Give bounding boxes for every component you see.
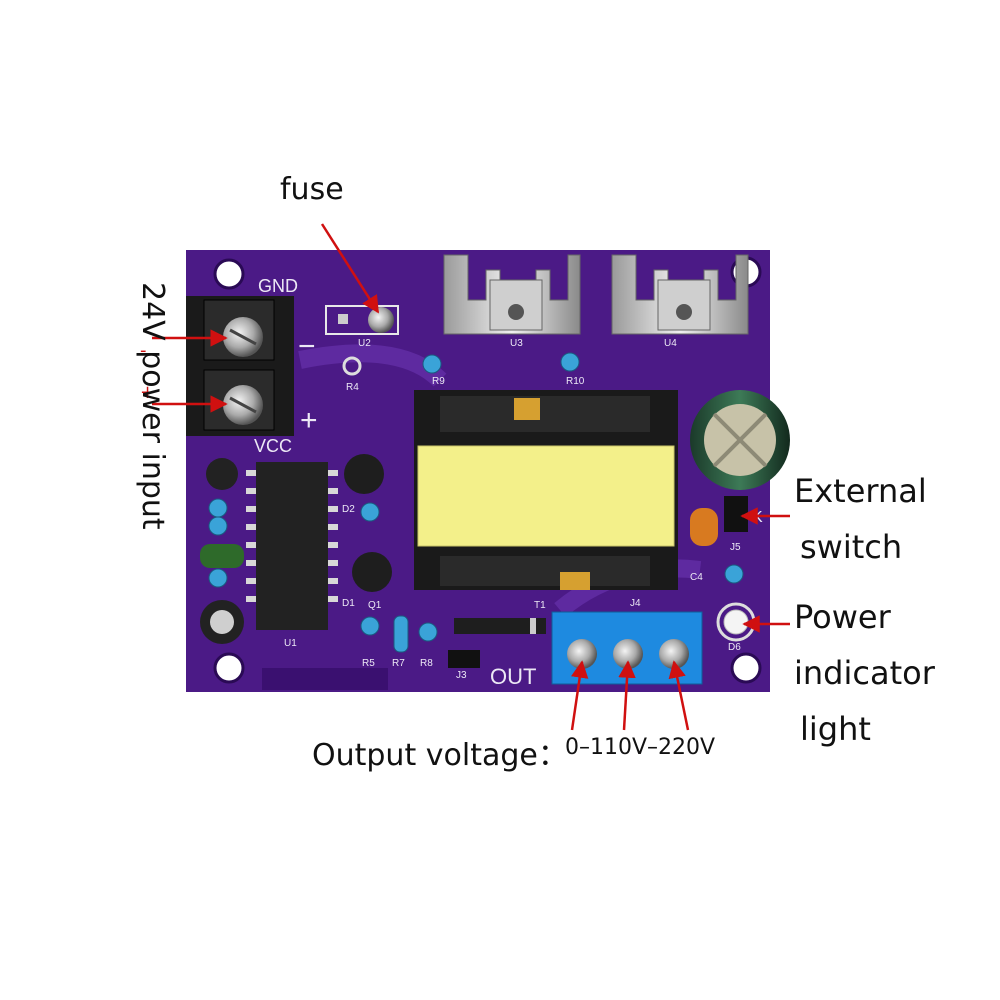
arrow-out-110	[618, 660, 636, 731]
silk-r4: R4	[346, 382, 359, 393]
output-values-label: 0–110V–220V	[565, 735, 716, 760]
transistor-8550-b	[352, 552, 392, 592]
heatsink-u3	[443, 254, 581, 335]
pcb-trace	[262, 668, 388, 690]
minus-marker: -	[140, 340, 147, 361]
diode	[454, 618, 546, 634]
output-voltage-label: Output voltage：	[312, 738, 568, 773]
power-light-label-3: light	[800, 710, 871, 748]
arrow-fuse	[320, 223, 380, 314]
silk-vcc: VCC	[254, 436, 292, 456]
silk-q1: Q1	[368, 600, 382, 611]
jumper-j3	[448, 650, 480, 668]
silk-d1: D1	[342, 598, 355, 609]
arrow-out-220	[668, 660, 690, 731]
silk-k: K	[752, 509, 763, 526]
small-components	[208, 352, 744, 653]
mounting-hole	[213, 258, 245, 290]
silk-u1: U1	[284, 638, 297, 649]
silk-plus: +	[300, 404, 318, 437]
silk-d2: D2	[342, 504, 355, 515]
power-light-label-2: indicator	[794, 654, 935, 692]
plus-marker: +	[140, 382, 155, 403]
silk-d6: D6	[728, 642, 741, 653]
large-capacitor	[690, 390, 790, 490]
transistor-8550-a	[344, 454, 384, 494]
silk-r10: R10	[566, 376, 585, 387]
silk-t1: T1	[534, 600, 546, 611]
power-input-label: 24V power input	[135, 282, 170, 530]
fuse-component	[325, 305, 399, 335]
silk-u4: U4	[664, 338, 677, 349]
external-switch-label-2: switch	[800, 528, 903, 566]
small-capacitor	[206, 458, 238, 490]
transformer	[414, 390, 678, 590]
silk-j5: J5	[730, 542, 741, 553]
fuse-label: fuse	[280, 172, 344, 207]
mounting-hole	[213, 652, 245, 684]
silk-out: OUT	[490, 664, 536, 689]
external-switch-label-1: External	[794, 472, 927, 510]
silk-gnd: GND	[258, 276, 298, 296]
silk-c4: C4	[690, 572, 703, 583]
silk-r7: R7	[392, 658, 405, 669]
silk-u2: U2	[358, 338, 371, 349]
silk-j3: J3	[456, 670, 467, 681]
ceramic-capacitor	[690, 508, 718, 546]
mounting-hole	[730, 652, 762, 684]
power-light-label-1: Power	[794, 598, 891, 636]
silk-u3: U3	[510, 338, 523, 349]
film-capacitor	[200, 544, 244, 568]
input-terminal-block	[186, 296, 294, 436]
silk-r9: R9	[432, 376, 445, 387]
pad	[342, 356, 362, 376]
ic-u1	[246, 462, 338, 630]
silk-j4: J4	[630, 598, 641, 609]
annotation-arrows	[152, 223, 790, 731]
silk-r8: R8	[420, 658, 433, 669]
silk-r5: R5	[362, 658, 375, 669]
arrow-out-0	[570, 660, 589, 731]
heatsink-u4	[611, 254, 749, 335]
external-switch-jumper	[724, 496, 748, 532]
silk-minus: −	[298, 330, 316, 363]
